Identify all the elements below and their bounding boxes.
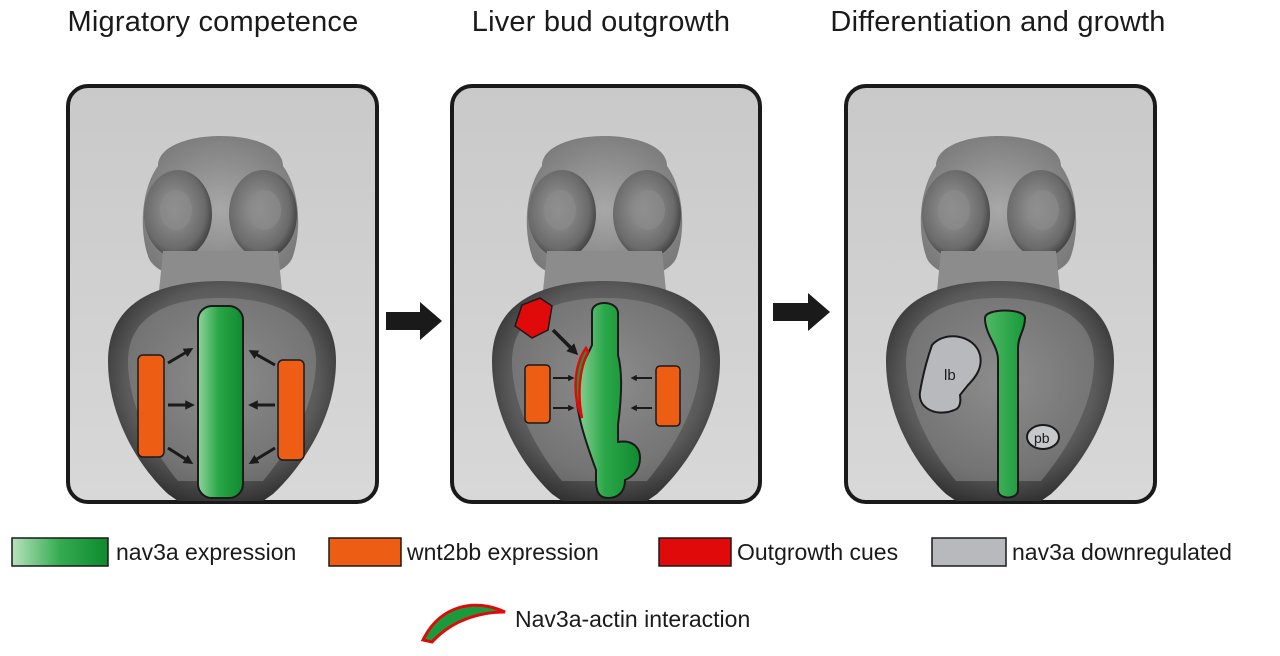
nav3a-domain (197, 305, 244, 499)
wnt2bb-domain-right (277, 359, 305, 461)
stage-title-differentiation: Differentiation and growth (830, 6, 1166, 38)
liver-bud-shape (918, 335, 982, 414)
legend-swatch-nav3a (11, 537, 109, 567)
nav3a-actin-interaction (574, 345, 590, 419)
legend-swatch-actin (420, 603, 506, 644)
legend-label-outgrowth: Outgrowth cues (737, 539, 899, 565)
transition-arrow-2 (773, 293, 830, 331)
panel-migratory-competence (66, 84, 379, 504)
legend-swatch-wnt2bb (328, 537, 402, 567)
legend-label-wnt2bb: wnt2bb expression (407, 539, 599, 565)
legend-label-downregulated: nav3a downregulated (1012, 539, 1232, 565)
nav3a-domain-late (983, 309, 1027, 499)
pancreatic-bud-label: pb (1034, 430, 1050, 446)
legend-label-nav3a: nav3a expression (116, 539, 297, 565)
legend-label-actin: Nav3a-actin interaction (515, 606, 751, 632)
pancreatic-bud-shape (1026, 424, 1060, 450)
signal-arrows (167, 348, 276, 465)
legend-swatch-downregulated (931, 537, 1007, 567)
panel-differentiation-growth: lb pb (844, 84, 1157, 504)
wnt2bb-domain-left (137, 354, 165, 458)
outgrowth-cue (514, 297, 553, 339)
stage-title-migratory: Migratory competence (67, 6, 359, 38)
legend-swatches (11, 537, 1007, 644)
wnt2bb-domain-left (524, 364, 551, 424)
transition-arrow-1 (386, 302, 442, 340)
legend-swatch-outgrowth (658, 537, 732, 567)
stage-title-outgrowth: Liver bud outgrowth (471, 6, 731, 38)
wnt2bb-domain-right (655, 365, 681, 427)
panel-liver-bud-outgrowth (450, 84, 762, 504)
liver-bud-label: lb (944, 367, 956, 384)
signal-arrows (551, 328, 652, 412)
